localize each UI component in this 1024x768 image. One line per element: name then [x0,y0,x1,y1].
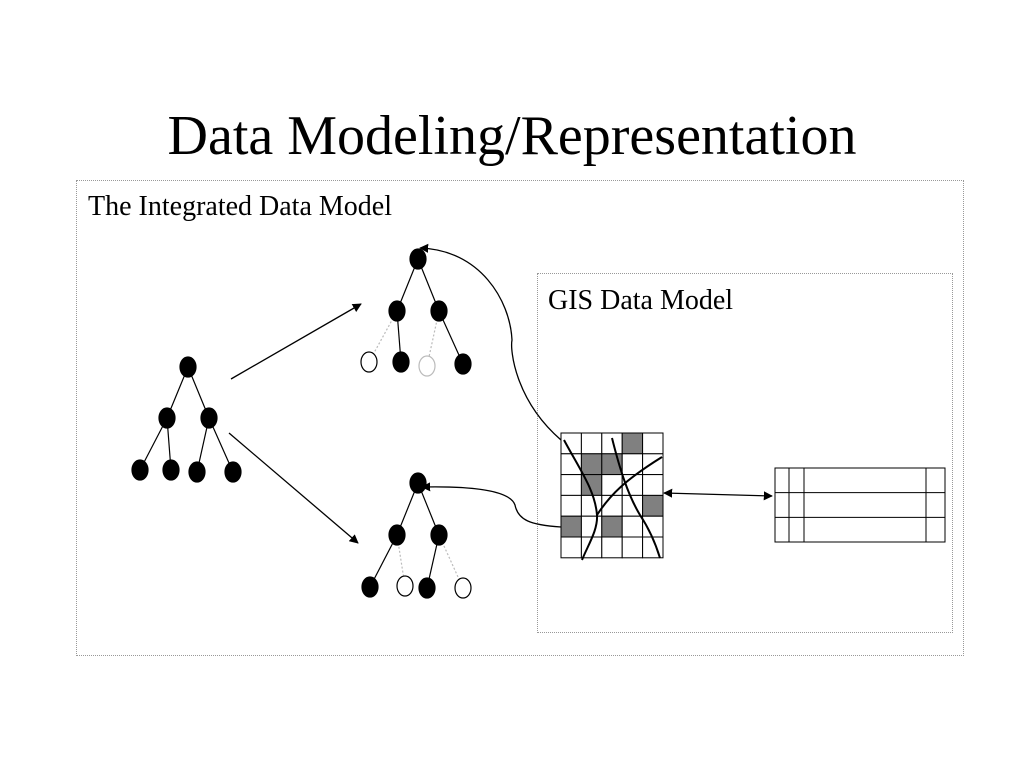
raster-cell [560,474,582,496]
raster-cell [642,453,664,476]
arrow-to-lower-tree [228,432,359,544]
table-frame [774,467,946,543]
tree-node [454,353,472,375]
raster-cell [642,432,664,455]
empty-tree-node [454,577,472,599]
empty-tree-node [418,355,436,377]
raster-cell [580,515,603,538]
raster-cell [560,536,582,559]
raster-to-lower-tree-connector [421,482,562,528]
raster-cell [642,494,664,517]
raster-vector-lines [563,437,663,561]
raster-table-link-arrow [663,488,773,501]
tree-node [392,351,410,373]
raster-cell [560,515,582,538]
raster-cell [560,494,582,517]
tree-node [409,472,427,494]
tree-node [200,407,218,429]
integrated-data-model-label: The Integrated Data Model [88,191,392,222]
tree-node [158,407,176,429]
tree-node [179,356,197,378]
raster-cell [601,494,623,517]
gis-data-model-label: GIS Data Model [548,285,734,316]
empty-tree-node [396,575,414,597]
empty-tree-node [360,351,378,373]
tree-node [430,300,448,322]
tree-node [162,459,180,481]
source-tree [131,356,242,483]
raster-grid [560,432,664,559]
tree-node [224,461,242,483]
upper-tree [360,248,472,377]
raster-cell [601,432,623,455]
tree-node [418,577,436,599]
raster-cell [580,432,603,455]
tree-node [388,300,406,322]
tree-node [409,248,427,270]
raster-cell [601,474,623,496]
raster-cell [601,536,623,559]
arrow-to-upper-tree [230,303,362,380]
attribute-table [774,467,946,543]
gis-data-model-box [537,273,953,633]
raster-cell [580,453,603,476]
raster-cell [621,515,644,538]
tree-node [188,461,206,483]
raster-cell [601,515,623,538]
raster-cell [621,536,644,559]
integrated-data-model-box [76,180,964,656]
raster-cell [621,432,644,455]
tree-node [430,524,448,546]
slide-title: Data Modeling/Representation [167,105,857,167]
raster-cell [642,474,664,496]
tree-node [131,459,149,481]
lower-tree [361,472,472,599]
tree-node [361,576,379,598]
raster-to-upper-tree-connector [419,243,562,441]
raster-cell [560,432,582,455]
tree-node [388,524,406,546]
raster-cell [642,515,664,538]
